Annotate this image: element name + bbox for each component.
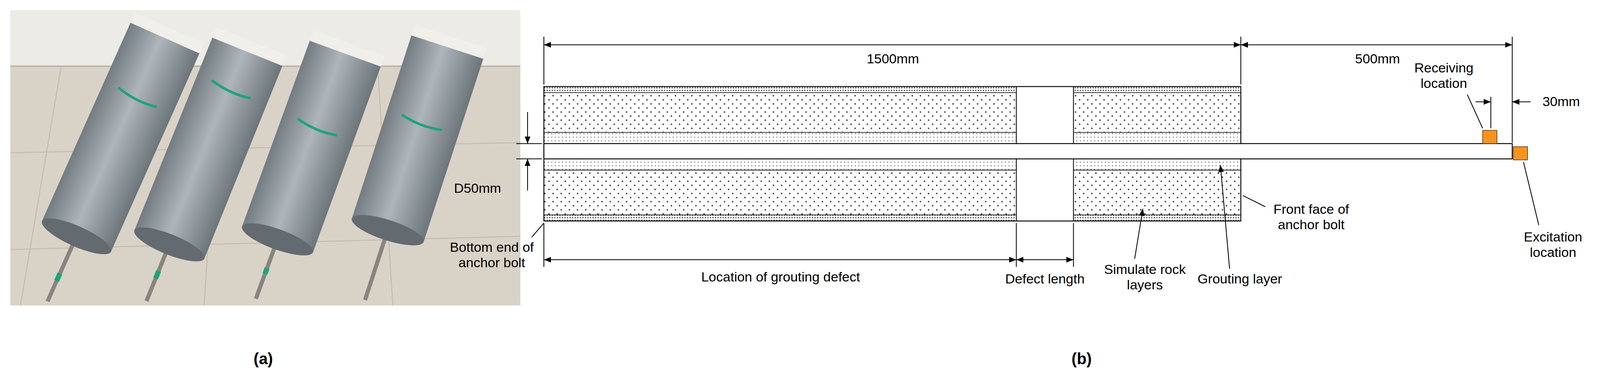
green-tape	[153, 270, 162, 280]
panel-letter: (b)	[1071, 349, 1092, 369]
rock-layer	[543, 92, 1241, 133]
extension-line	[543, 223, 545, 268]
dimension-label: 1500mm	[866, 51, 920, 67]
dimension-label: D50mm	[453, 181, 501, 197]
pipe-cap	[212, 27, 287, 67]
green-tape	[54, 272, 63, 283]
leader-arrow	[1134, 208, 1144, 259]
leader-line	[1523, 162, 1539, 226]
rock-layer	[543, 170, 1241, 216]
dimension-arrow	[527, 112, 528, 144]
outer-wall	[543, 86, 1241, 93]
callout-label: Simulate rock layers	[1099, 261, 1191, 293]
layer-border	[543, 92, 1241, 94]
dimension-lines	[516, 36, 1539, 270]
dimension-arrow	[1475, 101, 1492, 103]
dimension-label: Defect length	[1005, 271, 1085, 288]
anchor-schematic	[543, 86, 1528, 222]
grouting-layer	[543, 158, 1241, 171]
dimension-line	[543, 44, 1241, 46]
anchor-bolt	[543, 143, 1513, 160]
layer-border	[543, 132, 1241, 134]
dimension-label: Location of grouting defect	[701, 269, 861, 286]
callout-label: Grouting layer	[1197, 271, 1283, 288]
extension-line	[1512, 36, 1513, 144]
green-mark	[400, 114, 443, 132]
green-mark	[116, 87, 158, 109]
excitation-point	[1513, 146, 1528, 160]
dimension-line	[1016, 259, 1074, 261]
receiving-sensor	[1482, 130, 1497, 144]
pipe-end	[238, 217, 317, 262]
leader-arrow	[1220, 165, 1230, 270]
callout-label: Receiving location	[1408, 59, 1480, 91]
dimension-label: 500mm	[1355, 51, 1400, 67]
pipe-cap	[309, 30, 385, 67]
callout-label: Bottom end of anchor bolt	[445, 239, 539, 271]
pipe-cap	[411, 24, 487, 60]
extension-line	[1072, 223, 1074, 268]
floor	[10, 10, 521, 306]
layer-border	[543, 214, 1241, 216]
tile-joint	[20, 66, 62, 306]
layer-border	[543, 170, 1241, 171]
extension-line	[516, 158, 542, 160]
pipe-end	[348, 209, 427, 253]
dimension-arrow	[1512, 101, 1531, 103]
leader-line	[1467, 94, 1483, 129]
anchor-bolt	[47, 236, 77, 303]
pipe-cap	[130, 12, 205, 54]
green-mark	[210, 80, 252, 100]
callout-label: Front face of anchor bolt	[1268, 201, 1354, 233]
outer-wall	[543, 215, 1241, 222]
callout-label: Excitation location	[1518, 229, 1588, 261]
leader-line	[531, 223, 544, 238]
pipe-body	[42, 21, 200, 252]
grouting-layer	[543, 132, 1241, 144]
dimension-line	[1240, 44, 1513, 46]
extension-line	[1015, 223, 1017, 268]
dimension-line	[543, 259, 1017, 261]
extension-line	[516, 143, 542, 145]
pipe-end	[38, 212, 116, 262]
dimension-arrow	[527, 158, 528, 191]
panel-letter: (a)	[253, 349, 274, 369]
leader-line	[1242, 195, 1266, 207]
pipe-end	[130, 221, 209, 269]
extension-line	[1240, 36, 1242, 85]
specimen-cylinder	[13, 12, 205, 306]
green-mark	[296, 118, 339, 138]
dimension-label: 30mm	[1542, 94, 1580, 110]
photo	[10, 10, 521, 306]
extension-line	[543, 36, 545, 85]
anchor-bolt	[365, 230, 388, 301]
green-tape	[262, 267, 270, 276]
